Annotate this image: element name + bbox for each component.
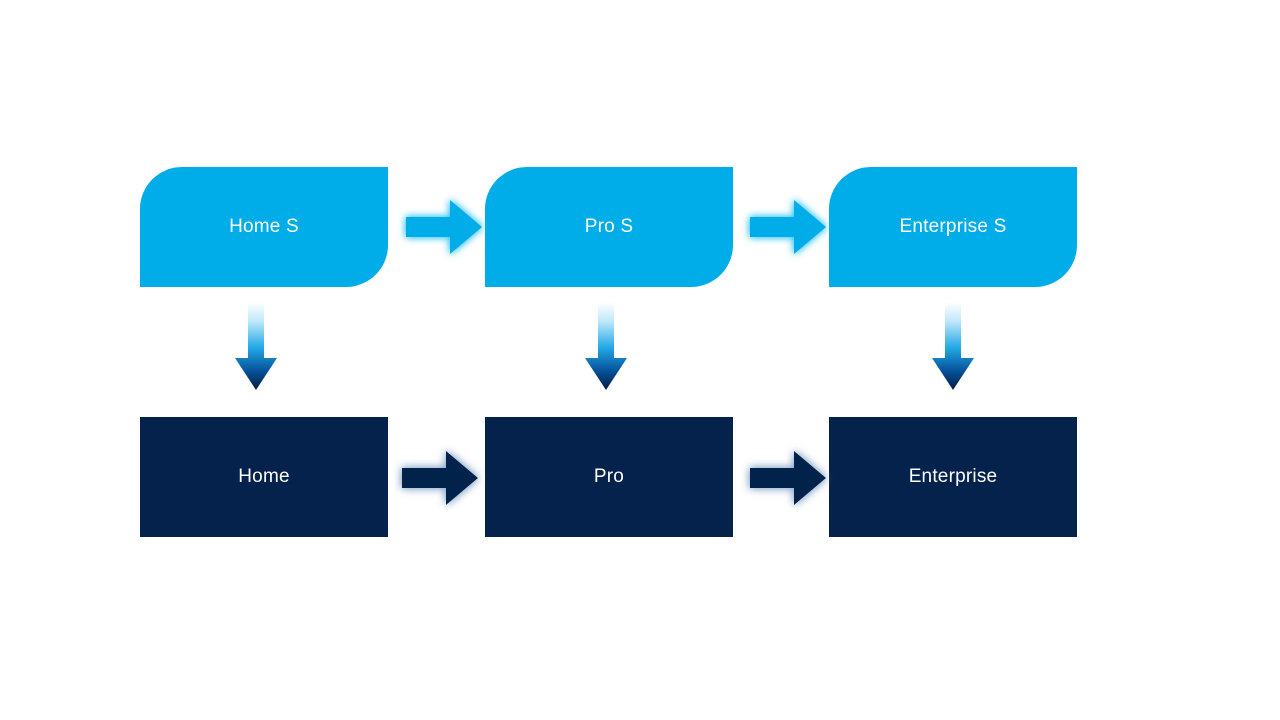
connector-home-to-pro: [400, 447, 480, 509]
node-home-s-label: Home S: [229, 216, 299, 237]
node-enterprise-s[interactable]: Enterprise S: [829, 167, 1077, 287]
connector-pro-s-to-pro: [584, 302, 628, 392]
node-enterprise-label: Enterprise: [908, 466, 998, 487]
connector-enterprise-s-to-enterprise: [931, 302, 975, 392]
node-pro-s[interactable]: Pro S: [485, 167, 733, 287]
node-enterprise[interactable]: Enterprise: [829, 417, 1077, 537]
node-home[interactable]: Home: [140, 417, 388, 537]
connector-home-s-to-home: [234, 302, 278, 392]
arrow-right-icon: [402, 451, 478, 505]
node-pro[interactable]: Pro: [485, 417, 733, 537]
arrow-right-icon: [406, 200, 482, 254]
arrow-down-icon: [585, 302, 627, 390]
node-home-s[interactable]: Home S: [140, 167, 388, 287]
node-home-label: Home: [238, 466, 290, 487]
node-pro-label: Pro: [593, 466, 625, 487]
node-pro-s-label: Pro S: [584, 216, 634, 237]
arrow-down-icon: [235, 302, 277, 390]
arrow-down-icon: [932, 302, 974, 390]
connector-pro-to-enterprise: [748, 447, 828, 509]
connector-pro-s-to-enterprise-s: [748, 196, 828, 258]
connector-home-s-to-pro-s: [404, 196, 484, 258]
arrow-right-icon: [750, 451, 826, 505]
arrow-right-icon: [750, 200, 826, 254]
node-enterprise-s-label: Enterprise S: [899, 216, 1007, 237]
